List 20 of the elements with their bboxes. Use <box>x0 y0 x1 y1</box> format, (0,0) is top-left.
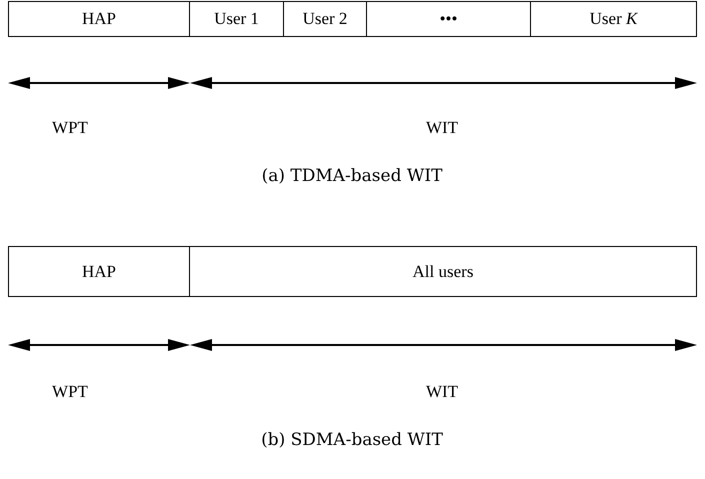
frame-slot <box>8 246 190 297</box>
slot-label: All users <box>412 262 474 282</box>
phase-label: WIT <box>426 118 458 138</box>
slot-label: HAP <box>82 262 116 282</box>
phase-label: WPT <box>52 382 88 402</box>
slot-label: ••• <box>440 9 458 29</box>
slot-label: HAP <box>82 9 116 29</box>
frame-slot <box>189 246 697 297</box>
frame-slot <box>189 1 284 37</box>
slot-label: User K <box>590 9 638 29</box>
frame-slot <box>283 1 367 37</box>
slot-label: User 2 <box>302 9 348 29</box>
caption: (b) SDMA-based WIT <box>261 430 443 450</box>
frame-slot <box>530 1 697 37</box>
slot-label: User 1 <box>214 9 259 29</box>
phase-label: WPT <box>52 118 88 138</box>
phase-label: WIT <box>426 382 458 402</box>
frame-slot <box>8 1 190 37</box>
frame-slot <box>366 1 531 37</box>
caption: (a) TDMA-based WIT <box>262 166 442 186</box>
